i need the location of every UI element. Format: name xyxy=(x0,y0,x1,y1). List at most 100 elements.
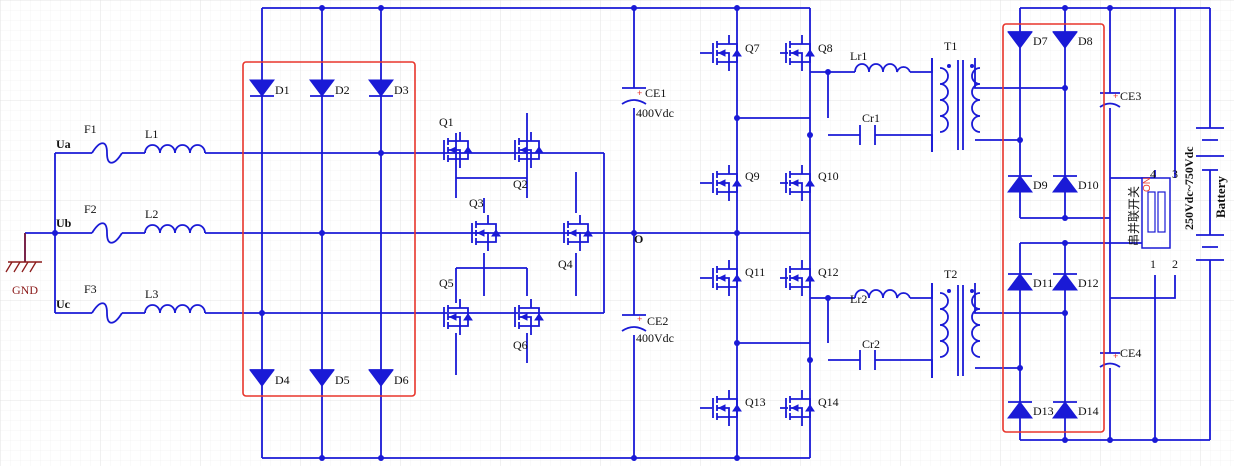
label-voltage-range: 250Vdc~750Vdc xyxy=(1182,146,1196,230)
label-switch-on: ON xyxy=(1142,177,1153,192)
inductor-lr1 xyxy=(854,63,911,73)
svg-text:+: + xyxy=(637,314,642,324)
label-q10: Q10 xyxy=(818,169,839,183)
diode-d4 xyxy=(249,369,275,387)
label-l1: L1 xyxy=(145,127,158,141)
label-ce2-rating: 400Vdc xyxy=(636,331,674,345)
rectifier-highlight-box xyxy=(242,61,416,397)
label-q13: Q13 xyxy=(745,395,766,409)
inductor-l3 xyxy=(144,304,206,314)
diode-d5 xyxy=(309,369,335,387)
label-pin4: 4 xyxy=(1150,167,1156,181)
label-d10: D10 xyxy=(1078,178,1099,192)
mosfet-q7 xyxy=(712,35,742,71)
diode-d11 xyxy=(1007,273,1033,291)
label-d7: D7 xyxy=(1033,34,1048,48)
label-pin2: 2 xyxy=(1172,257,1178,271)
label-d1: D1 xyxy=(275,83,290,97)
mosfet-group xyxy=(443,35,815,426)
label-q8: Q8 xyxy=(818,41,833,55)
label-f2: F2 xyxy=(84,202,97,216)
label-l3: L3 xyxy=(145,287,158,301)
diode-d1 xyxy=(249,79,275,97)
label-uc: Uc xyxy=(56,297,71,311)
label-d4: D4 xyxy=(275,373,290,387)
transformer-t2 xyxy=(931,283,981,378)
label-d12: D12 xyxy=(1078,276,1099,290)
mosfet-q11 xyxy=(712,260,742,296)
label-q9: Q9 xyxy=(745,169,760,183)
secondary-rectifier-highlight-box xyxy=(1002,23,1105,433)
diode-d10 xyxy=(1052,175,1078,193)
transformer-t1 xyxy=(931,58,981,152)
mosfet-q8 xyxy=(785,35,815,71)
label-l2: L2 xyxy=(145,207,158,221)
series-parallel-switch[interactable] xyxy=(1141,177,1171,249)
capacitor-ce1 xyxy=(621,87,647,105)
diode-d6 xyxy=(368,369,394,387)
label-battery: Battery xyxy=(1213,176,1228,218)
diode-d9 xyxy=(1007,175,1033,193)
label-node-o: O xyxy=(634,232,643,246)
mosfet-q14 xyxy=(785,390,815,426)
label-ua: Ua xyxy=(56,137,71,151)
label-ce3: CE3 xyxy=(1120,89,1141,103)
fuse-f3 xyxy=(91,302,123,324)
mosfet-q12 xyxy=(785,260,815,296)
label-cr1: Cr1 xyxy=(862,111,880,125)
label-d5: D5 xyxy=(335,373,350,387)
label-lr1: Lr1 xyxy=(850,49,867,63)
diode-d12 xyxy=(1052,273,1078,291)
label-d13: D13 xyxy=(1033,404,1054,418)
label-q12: Q12 xyxy=(818,265,839,279)
label-ce2: CE2 xyxy=(647,314,668,328)
mosfet-q6 xyxy=(514,299,544,335)
mosfet-q9 xyxy=(712,165,742,201)
label-pin3: 3 xyxy=(1172,167,1178,181)
label-q14: Q14 xyxy=(818,395,839,409)
capacitor-cr2 xyxy=(859,350,876,370)
label-ce1: CE1 xyxy=(645,86,666,100)
battery-symbol xyxy=(1196,127,1224,261)
label-gnd: GND xyxy=(12,283,38,297)
label-q6: Q6 xyxy=(513,338,528,352)
label-q7: Q7 xyxy=(745,41,760,55)
label-ce4: CE4 xyxy=(1120,346,1141,360)
label-d3: D3 xyxy=(394,83,409,97)
svg-text:+: + xyxy=(637,88,642,98)
mosfet-q1 xyxy=(443,132,473,168)
label-cr2: Cr2 xyxy=(862,337,880,351)
label-ub: Ub xyxy=(56,216,72,230)
inductor-lr2 xyxy=(854,289,911,299)
label-t1: T1 xyxy=(944,39,957,53)
diode-d3 xyxy=(368,79,394,97)
fuse-f1 xyxy=(91,142,123,164)
label-q4: Q4 xyxy=(558,257,573,271)
inductor-l1 xyxy=(144,144,206,154)
diode-d8 xyxy=(1052,31,1078,49)
label-ce1-rating: 400Vdc xyxy=(636,106,674,120)
mosfet-q5 xyxy=(443,299,473,335)
label-d9: D9 xyxy=(1033,178,1048,192)
svg-text:+: + xyxy=(1113,351,1118,361)
capacitor-ce2 xyxy=(621,314,647,332)
label-q3: Q3 xyxy=(469,196,484,210)
mosfet-q2 xyxy=(514,132,544,168)
labels: Ua Ub Uc GND F1 F2 F3 L1 L2 L3 D1 D2 D3 … xyxy=(12,34,1228,418)
label-d6: D6 xyxy=(394,373,409,387)
label-d14: D14 xyxy=(1078,404,1099,418)
diode-d7 xyxy=(1007,31,1033,49)
label-q2: Q2 xyxy=(513,177,528,191)
diode-d14 xyxy=(1052,401,1078,419)
label-t2: T2 xyxy=(944,267,957,281)
label-pin1: 1 xyxy=(1150,257,1156,271)
mosfet-q10 xyxy=(785,165,815,201)
label-f1: F1 xyxy=(84,122,97,136)
label-d2: D2 xyxy=(335,83,350,97)
diode-d13 xyxy=(1007,401,1033,419)
label-q5: Q5 xyxy=(439,276,454,290)
mosfet-q13 xyxy=(712,390,742,426)
label-q1: Q1 xyxy=(439,115,454,129)
label-lr2: Lr2 xyxy=(850,292,867,306)
